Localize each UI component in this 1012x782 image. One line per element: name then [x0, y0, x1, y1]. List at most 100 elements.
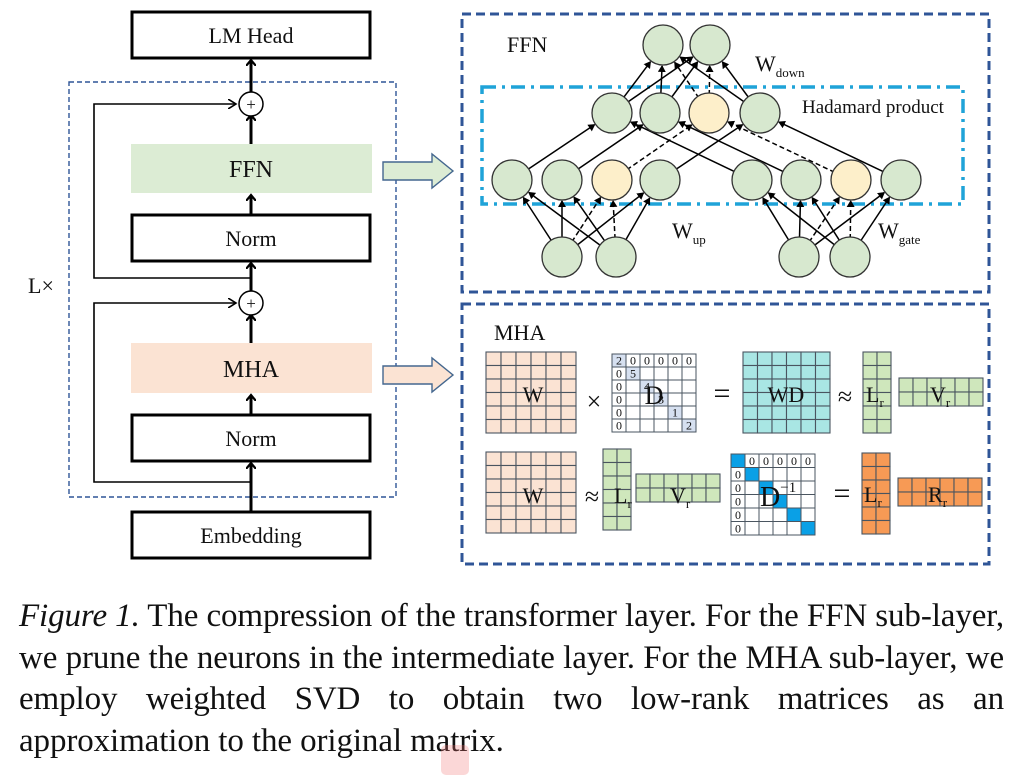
- matrix-w-row1-cell: [515, 351, 532, 367]
- ffn-edge-input-to-gate: [859, 196, 891, 243]
- matrix-w-row1-cell: [530, 418, 547, 434]
- matrix-vr-row2-cell: [649, 487, 665, 503]
- matrix-rr-cell: [897, 477, 913, 493]
- caption-text: The compression of the transformer layer…: [19, 598, 1004, 759]
- matrix-d-value: 0: [672, 354, 678, 368]
- norm-bottom-box: [130, 413, 372, 463]
- matrix-w-row1-cell: [560, 418, 577, 434]
- residual-ffn: [93, 104, 251, 279]
- matrix-w-row2-cell: [500, 478, 517, 494]
- matrix-wd-cell: [742, 378, 759, 394]
- matrix-d-value: 0: [616, 406, 622, 420]
- matrix-w-row1-cell: [515, 405, 532, 421]
- ffn-input-neuron: [829, 236, 871, 278]
- ffn-edge-input-to-up: [522, 196, 553, 243]
- matrix-d-value: 0: [616, 367, 622, 381]
- row2-dinv-label: D−1: [760, 480, 796, 513]
- ffn-edge-up-to-hadamard: [626, 124, 693, 171]
- matrix-w-row2-cell: [485, 518, 502, 534]
- ffn-panel-frame: [460, 12, 991, 294]
- matrix-wd-cell: [756, 405, 773, 421]
- matrix-lr-row1: [862, 351, 892, 434]
- matrix-d-cell: [625, 405, 641, 420]
- ffn-nodes: [491, 24, 922, 278]
- matrix-d-cell: [681, 366, 697, 381]
- ffn-edge-down: [670, 61, 699, 99]
- ffn-edge-input-to-up: [573, 196, 607, 243]
- row2-approx: ≈: [585, 482, 599, 511]
- row2-lr2-label: Lr: [864, 482, 882, 510]
- ffn-edges: [522, 56, 891, 247]
- ffn-output-neuron: [689, 24, 731, 66]
- ffn-edge-input-to-gate: [796, 199, 805, 240]
- ffn-hadamard-neuron: [639, 92, 681, 134]
- matrix-w-row1-cell: [485, 405, 502, 421]
- matrix-w-row1-cell: [485, 391, 502, 407]
- matrix-vr-row2-cell: [635, 487, 651, 503]
- residual-mha: [93, 303, 251, 483]
- matrix-d-cell: [639, 418, 655, 433]
- matrix-wd-cell: [742, 405, 759, 421]
- matrix-w-row1-cell: [545, 378, 562, 394]
- matrix-d-value: 0: [644, 354, 650, 368]
- ffn-up-neuron: [639, 159, 681, 201]
- matrix-dinv-cell: [758, 467, 774, 482]
- matrix-vr-row1-cell: [898, 391, 914, 407]
- matrix-rr-cell: [953, 477, 969, 493]
- add-node-mha: [238, 290, 264, 316]
- matrix-w-row2-cell: [545, 478, 562, 494]
- matrix-wd-cell: [742, 418, 759, 434]
- matrix-rr-cell: [967, 477, 983, 493]
- ffn-edge-gate-to-hadamard: [727, 120, 836, 173]
- matrix-dinv-value: 0: [777, 454, 783, 468]
- matrix-w-row2-cell: [515, 464, 532, 480]
- matrix-w-row2-cell: [485, 478, 502, 494]
- matrix-wd-cell: [800, 418, 817, 434]
- lm-head-label: LM Head: [209, 23, 294, 48]
- matrix-wd-cell: [814, 391, 831, 407]
- matrix-w-row2-cell: [530, 505, 547, 521]
- matrix-d-cell: [653, 418, 669, 433]
- ffn-edge-input-to-up: [571, 196, 602, 243]
- matrix-dinv-value: 0: [805, 454, 811, 468]
- matrix-lr-row1-cell: [862, 418, 878, 434]
- matrix-d-cell: [625, 418, 641, 433]
- ffn-input-neuron: [595, 236, 637, 278]
- matrix-w-row2-cell: [485, 505, 502, 521]
- matrix-lr-row1-cell: [862, 405, 878, 421]
- layer-repeat-frame: [68, 81, 397, 498]
- row2-w-label: W: [523, 483, 544, 508]
- ffn-block: [131, 144, 372, 193]
- matrix-wd-cell: [800, 405, 817, 421]
- matrix-w-row1-cell: [530, 351, 547, 367]
- matrix-w-row2-cell: [500, 464, 517, 480]
- row1-times: ×: [587, 387, 602, 416]
- matrix-w-row1-cell: [500, 364, 517, 380]
- matrix-w-row1-cell: [500, 391, 517, 407]
- matrix-w-row1-cell: [485, 418, 502, 434]
- ffn-up-neuron: [491, 159, 533, 201]
- norm-bottom-label: Norm: [225, 426, 276, 451]
- matrix-dinv-value: 0: [735, 495, 741, 509]
- ffn-edge-gate-to-hadamard: [778, 120, 886, 173]
- matrix-rr-cell: [911, 477, 927, 493]
- ffn-hadamard-neuron: [739, 92, 781, 134]
- matrix-wd-cell: [756, 364, 773, 380]
- matrix-d-cell: [667, 392, 683, 407]
- matrix-dinv-cell: [800, 507, 816, 522]
- row1-w-label: W: [523, 382, 544, 407]
- mha-panel-title: MHA: [494, 320, 545, 345]
- matrix-vr-row1-cell: [968, 377, 984, 393]
- ffn-edge-input-to-up: [624, 197, 651, 242]
- matrix-lr-row3: [861, 452, 891, 535]
- matrix-w-row1-cell: [500, 405, 517, 421]
- ffn-label: FFN: [229, 157, 273, 183]
- ffn-edge-input-to-up: [575, 192, 645, 247]
- matrix-w-row2-cell: [560, 478, 577, 494]
- matrix-dinv-cell: [786, 521, 802, 536]
- matrix-wd-cell: [800, 364, 817, 380]
